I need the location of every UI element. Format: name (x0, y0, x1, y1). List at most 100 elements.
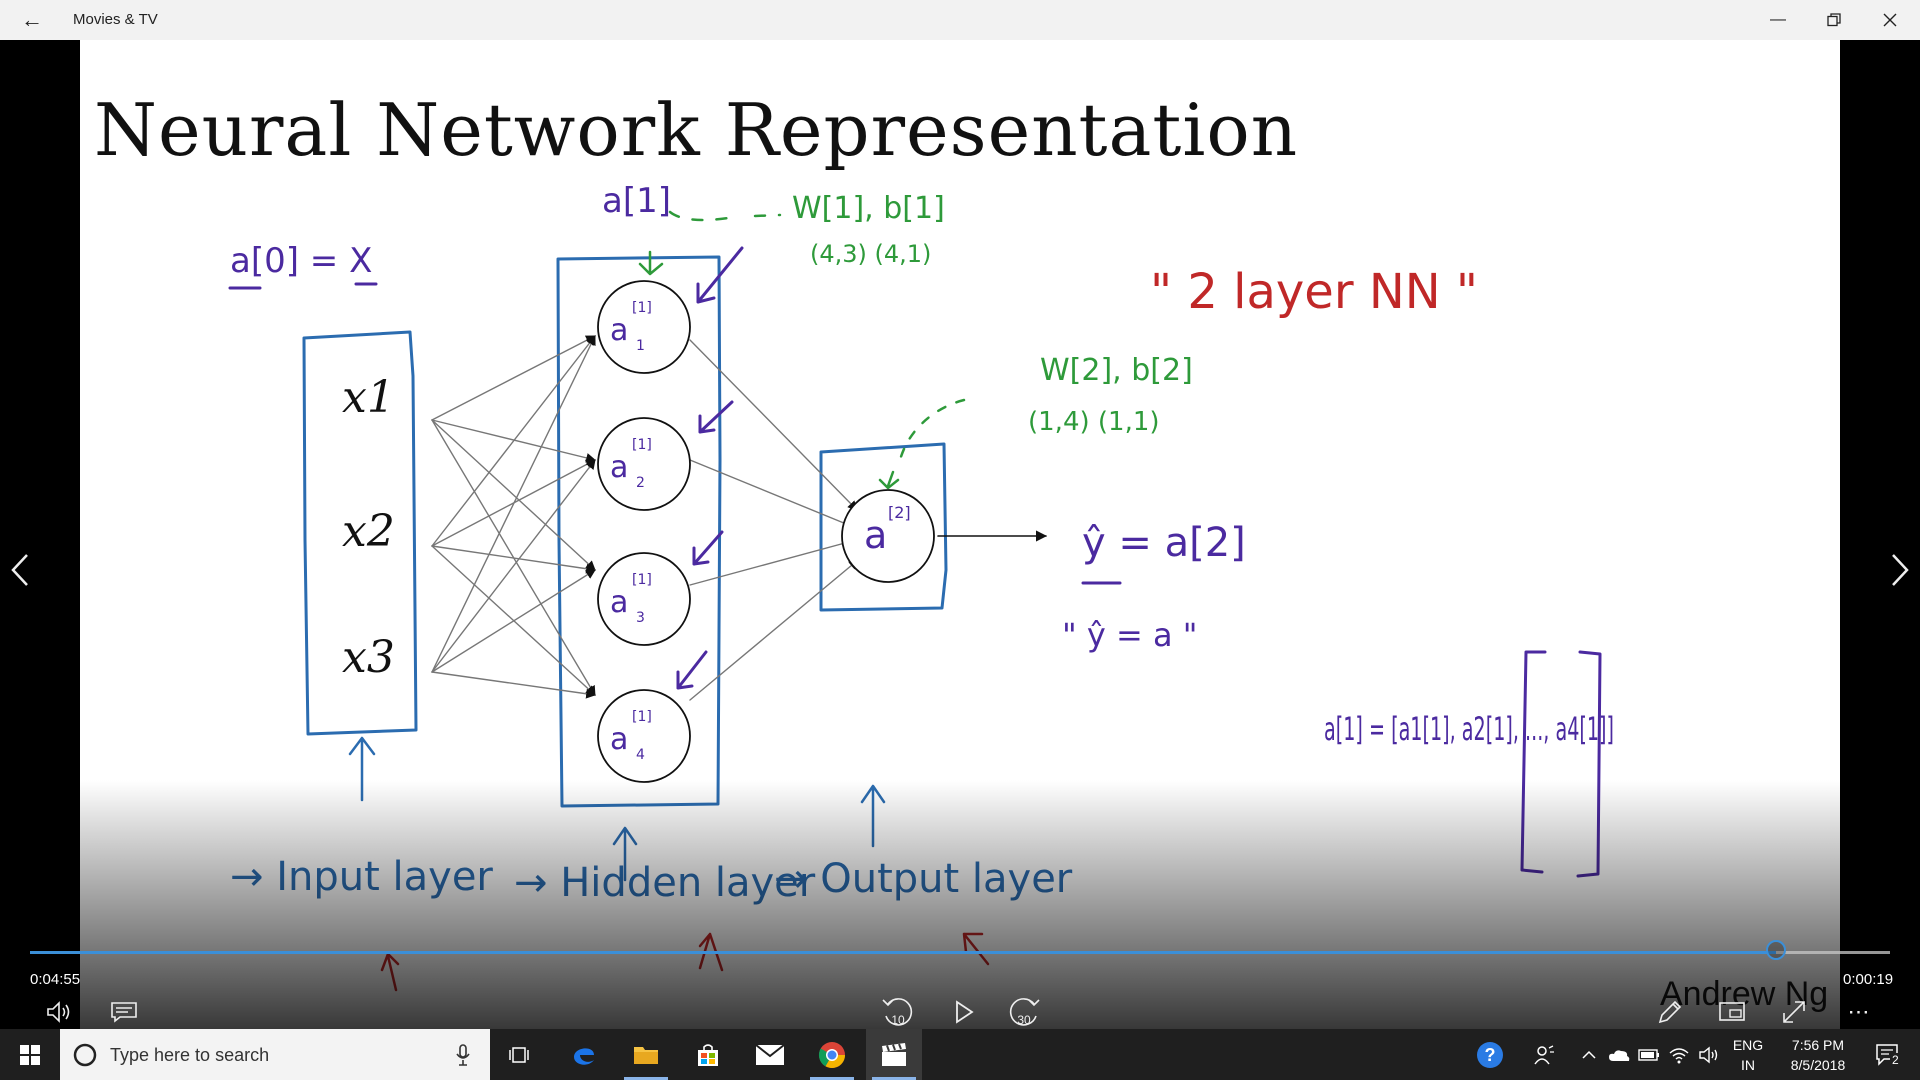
skip-forward-30-button[interactable]: 30 (1002, 990, 1046, 1034)
windows-logo-icon (20, 1044, 40, 1065)
tray-help-button[interactable]: ? (1470, 1029, 1510, 1080)
microphone-icon[interactable] (454, 1043, 472, 1067)
captions-icon (111, 1002, 137, 1023)
people-icon (1534, 1044, 1554, 1064)
lecture-slide: Neural Network Representation (80, 40, 1840, 1029)
mini-view-button[interactable] (1710, 990, 1754, 1034)
neuron-label-1: a (610, 313, 628, 348)
start-button[interactable] (2, 1029, 58, 1080)
taskbar-app-store[interactable] (680, 1029, 736, 1080)
taskbar-app-movies-tv[interactable] (866, 1029, 922, 1080)
play-button[interactable] (942, 990, 986, 1034)
taskbar-app-chrome[interactable] (804, 1029, 860, 1080)
output-neuron-label: a (864, 513, 887, 557)
action-center-button[interactable]: 2 (1864, 1029, 1912, 1080)
note-two-layer-nn: " 2 layer NN " (1150, 264, 1478, 320)
clock-date: 8/5/2018 (1790, 1056, 1846, 1073)
input-x2: x2 (342, 506, 395, 557)
more-options-button[interactable]: ⋯ (1838, 990, 1882, 1034)
tray-onedrive[interactable] (1604, 1029, 1634, 1080)
battery-icon (1638, 1048, 1659, 1061)
wifi-icon (1669, 1047, 1689, 1063)
mail-icon (755, 1043, 785, 1065)
skip-back-10-button[interactable]: 10 (876, 990, 920, 1034)
search-placeholder: Type here to search (110, 1045, 270, 1065)
previous-button[interactable] (0, 540, 40, 600)
neural-network-diagram: x1 x2 x3 a[1]1 a[1]2 a[1]3 a[1]4 a[2] a[… (228, 181, 1614, 992)
minimize-icon: — (1770, 11, 1786, 28)
back-button[interactable]: ← (14, 6, 50, 34)
taskbar-app-mail[interactable] (742, 1029, 798, 1080)
svg-text:30: 30 (1017, 1013, 1031, 1027)
cloud-icon (1609, 1049, 1630, 1061)
restore-button[interactable] (1806, 0, 1862, 40)
output-neuron (841, 489, 935, 583)
tray-volume[interactable] (1694, 1029, 1724, 1080)
video-area[interactable]: Neural Network Representation (0, 40, 1920, 1029)
chevron-left-icon (11, 554, 28, 586)
svg-text:2: 2 (636, 475, 645, 491)
notification-count: 2 (1890, 1053, 1901, 1067)
volume-button[interactable] (40, 992, 80, 1032)
svg-text:[1]: [1] (632, 572, 652, 588)
input-x1: x1 (342, 372, 395, 423)
taskbar-search[interactable]: Type here to search (60, 1029, 490, 1080)
close-icon (1883, 13, 1897, 27)
chevron-right-icon (1892, 554, 1909, 586)
note-w1b1: W[1], b[1] (792, 191, 945, 226)
captions-button[interactable] (104, 992, 144, 1032)
svg-text:[2]: [2] (888, 503, 911, 522)
note-yhat: ŷ = a[2] (1082, 520, 1246, 566)
close-button[interactable] (1862, 0, 1918, 40)
skip-back-10-icon: 10 (882, 998, 913, 1027)
tray-battery[interactable] (1634, 1029, 1664, 1080)
next-button[interactable] (1880, 540, 1920, 600)
svg-text:1: 1 (636, 338, 645, 354)
language-code: ENG (1732, 1036, 1764, 1053)
edge-icon (574, 1047, 594, 1065)
notification-icon (1876, 1043, 1898, 1066)
tray-people-button[interactable] (1524, 1029, 1564, 1080)
label-hidden-layer: → Hidden layer (514, 860, 816, 906)
taskbar: Type here to search ? ENG I (0, 1029, 1920, 1080)
speaker-icon (47, 1001, 70, 1023)
minimize-button[interactable]: — (1750, 0, 1806, 40)
note-w2b2: W[2], b[2] (1040, 353, 1193, 388)
task-view-icon (509, 1046, 529, 1063)
task-view-button[interactable] (492, 1029, 548, 1080)
svg-text:4: 4 (636, 747, 645, 763)
chrome-icon (818, 1041, 846, 1068)
note-a1-vector: a[1] = [a1[1], a2[1], ..., a4[1]] (1324, 710, 1614, 748)
tray-wifi[interactable] (1664, 1029, 1694, 1080)
seek-bar-thumb[interactable] (1765, 940, 1786, 960)
input-hidden-connections (431, 335, 596, 699)
play-icon (956, 1000, 974, 1024)
svg-text:?: ? (1485, 1045, 1496, 1065)
input-layer-box (302, 330, 418, 736)
title-bar: ← Movies & TV — (0, 0, 1920, 40)
note-yhat-quote: " ŷ = a " (1062, 616, 1197, 654)
taskbar-app-file-explorer[interactable] (618, 1029, 674, 1080)
tray-language[interactable]: ENG IN (1728, 1029, 1768, 1080)
note-w2b2-dims: (1,4) (1,1) (1028, 407, 1160, 437)
taskbar-app-edge[interactable] (556, 1029, 612, 1080)
note-w1b1-dims: (4,3) (4,1) (810, 240, 931, 268)
tray-overflow-button[interactable] (1576, 1029, 1602, 1080)
tray-clock[interactable]: 7:56 PM 8/5/2018 (1776, 1029, 1860, 1080)
fullscreen-button[interactable] (1772, 990, 1816, 1034)
note-a1: a[1] (602, 181, 671, 221)
hidden-neuron-1 (597, 280, 691, 374)
remaining-time: 0:00:19 (1843, 971, 1894, 988)
seek-bar[interactable] (30, 940, 1890, 960)
edit-button[interactable] (1648, 990, 1692, 1034)
pencil-icon (1658, 1000, 1682, 1024)
svg-text:[1]: [1] (632, 709, 652, 725)
neuron-label-3: a (610, 585, 628, 620)
input-x3: x3 (342, 632, 395, 683)
clock-time: 7:56 PM (1791, 1036, 1845, 1053)
svg-text:[1]: [1] (632, 437, 652, 453)
ellipsis-icon: ⋯ (1847, 999, 1873, 1024)
restore-icon (1827, 13, 1841, 27)
label-output-layer: → Output layer (774, 856, 1073, 902)
neuron-label-2: a (610, 450, 628, 485)
